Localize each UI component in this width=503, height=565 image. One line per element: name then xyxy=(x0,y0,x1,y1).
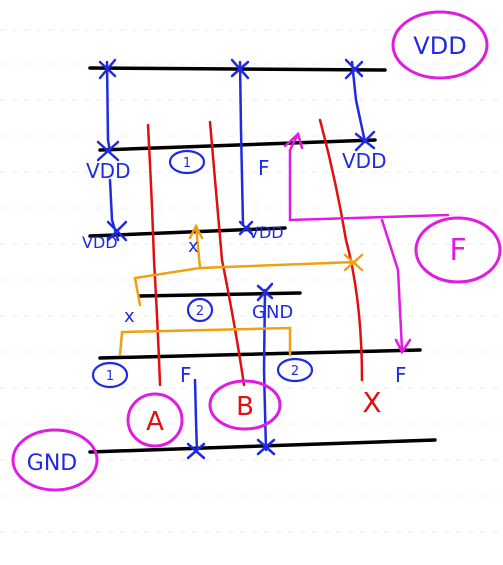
f-circle-label: F xyxy=(449,233,466,268)
label-x-row3: x xyxy=(124,306,135,327)
cell-1-circle xyxy=(168,149,206,175)
a-circle xyxy=(126,392,184,448)
vdd-rail-top xyxy=(88,66,387,72)
power-rails xyxy=(88,66,437,454)
label-f-right: F xyxy=(395,363,407,387)
b-circle xyxy=(208,379,282,431)
label-x-row2: x xyxy=(188,236,199,257)
cell-1-label: 1 xyxy=(183,156,191,171)
a-circle-label: A xyxy=(146,407,164,437)
magenta-wires xyxy=(283,131,450,355)
contact-crosses xyxy=(96,58,376,460)
label-vdd-right: VDD xyxy=(342,149,386,173)
gnd-rail-bottom xyxy=(88,438,437,454)
cell-3-label: 1 xyxy=(106,369,114,384)
label-vdd-row2b: VDD xyxy=(248,223,284,242)
x-bottom-label: X xyxy=(362,386,381,419)
cell-2-circle xyxy=(186,297,214,323)
rail-row2 xyxy=(88,226,287,238)
label-gnd-row3: GND xyxy=(252,302,293,323)
cell-2-label: 2 xyxy=(196,304,204,319)
gnd-bottom-label: GND xyxy=(27,451,77,476)
label-vdd-left: VDD xyxy=(86,159,130,183)
cell-4-circle xyxy=(276,357,314,383)
gnd-circle xyxy=(11,428,99,492)
rail-row1 xyxy=(98,138,377,152)
label-f-top: F xyxy=(258,156,270,180)
label-vdd-row2: VDD xyxy=(82,233,118,252)
rail-row4 xyxy=(98,348,422,360)
b-circle-label: B xyxy=(236,392,254,422)
vdd-top-label: VDD xyxy=(413,32,466,60)
orange-wires xyxy=(118,223,364,357)
cell-3-circle xyxy=(91,361,129,389)
red-wires xyxy=(146,118,364,387)
label-f-bottom: F xyxy=(180,363,192,387)
rail-row3 xyxy=(138,291,302,298)
cell-4-label: 2 xyxy=(291,364,299,379)
blue-wires xyxy=(105,60,367,454)
f-circle xyxy=(414,216,502,284)
vdd-circle xyxy=(391,10,489,80)
